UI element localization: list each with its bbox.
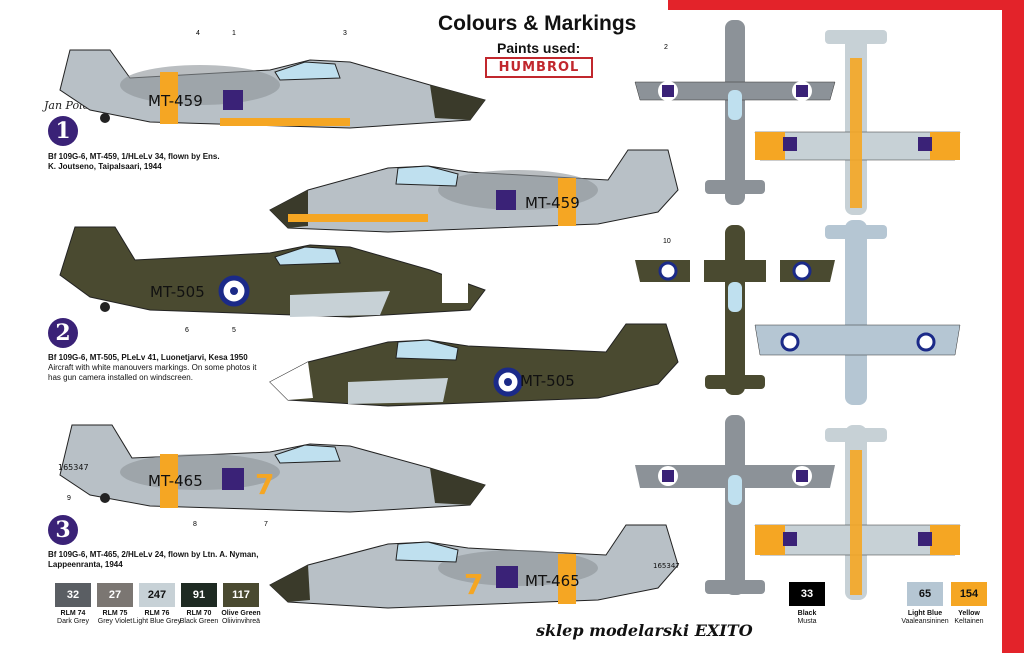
scheme3-top-view bbox=[635, 415, 835, 595]
paints-used-label: Paints used: bbox=[497, 40, 581, 56]
callout-5: 5 bbox=[232, 327, 236, 334]
scheme2-bottom-view bbox=[754, 220, 961, 405]
scheme3-bottom-view bbox=[754, 425, 961, 600]
callout-3: 3 bbox=[343, 30, 347, 37]
paint-swatch-65: 65 bbox=[907, 582, 943, 606]
callout-1: 1 bbox=[232, 30, 236, 37]
paint-swatch-91: 91 bbox=[181, 583, 217, 607]
scheme1-right-profile: MT-459 bbox=[269, 149, 679, 233]
scheme2-right-profile: MT-505 bbox=[269, 323, 679, 407]
page-title: Colours & Markings bbox=[438, 12, 637, 35]
scheme3-left-profile: MT-465 7 165347 bbox=[58, 424, 486, 513]
shop-watermark: sklep modelarski EXITO bbox=[536, 621, 753, 640]
paint-swatch-33: 33 bbox=[789, 582, 825, 606]
callout-4: 4 bbox=[196, 30, 200, 37]
scheme3-digit-right: 7 bbox=[464, 568, 483, 601]
scheme3-tail-serial-right: 165347 bbox=[653, 562, 680, 570]
scheme3-code-left: MT-465 bbox=[148, 472, 203, 490]
scheme1-number-badge: 1 bbox=[48, 116, 78, 146]
scheme3-number-badge: 3 bbox=[48, 515, 78, 545]
paint-swatch-27: 27 bbox=[97, 583, 133, 607]
scheme3-digit-left: 7 bbox=[255, 468, 274, 501]
paint-swatch-117: 117 bbox=[223, 583, 259, 607]
scheme2-top-view bbox=[635, 225, 835, 395]
scheme1-description: Bf 109G-6, MT-459, 1/HLeLv 34, flown by … bbox=[48, 152, 220, 171]
scheme1-code-right: MT-459 bbox=[525, 194, 580, 212]
callout-9: 9 bbox=[67, 495, 71, 502]
scheme3-code-right: MT-465 bbox=[525, 572, 580, 590]
callout-2: 2 bbox=[664, 44, 668, 51]
planviews bbox=[634, 20, 961, 600]
scheme1-bottom-view bbox=[754, 30, 961, 215]
scheme2-left-profile: MT-505 bbox=[59, 226, 486, 318]
paint-swatch-247: 247 bbox=[139, 583, 175, 607]
red-frame-right bbox=[1002, 0, 1024, 653]
red-frame-top bbox=[668, 0, 1024, 10]
callout-10: 10 bbox=[663, 238, 671, 245]
scheme1-left-profile: MT-459 bbox=[59, 49, 486, 129]
scheme3-tail-serial-left: 165347 bbox=[58, 463, 89, 472]
scheme3-description: Bf 109G-6, MT-465, 2/HLeLv 24, flown by … bbox=[48, 550, 259, 569]
paint-swatch-154: 154 bbox=[951, 582, 987, 606]
paint-swatch-32: 32 bbox=[55, 583, 91, 607]
scheme2-code-left: MT-505 bbox=[150, 283, 205, 301]
scheme1-top-view bbox=[634, 20, 836, 205]
scheme1-code-left: MT-459 bbox=[148, 92, 203, 110]
scheme2-description: Bf 109G-6, MT-505, PLeLv 41, Luonetjarvi… bbox=[48, 353, 257, 382]
scheme2-number-badge: 2 bbox=[48, 318, 78, 348]
scheme3-right-profile: 7 MT-465 165347 bbox=[269, 524, 680, 609]
callout-6: 6 bbox=[185, 327, 189, 334]
scheme2-code-right: MT-505 bbox=[520, 372, 575, 390]
callout-7: 7 bbox=[264, 521, 268, 528]
callout-8: 8 bbox=[193, 521, 197, 528]
humbrol-logo: HUMBROL bbox=[485, 57, 593, 78]
